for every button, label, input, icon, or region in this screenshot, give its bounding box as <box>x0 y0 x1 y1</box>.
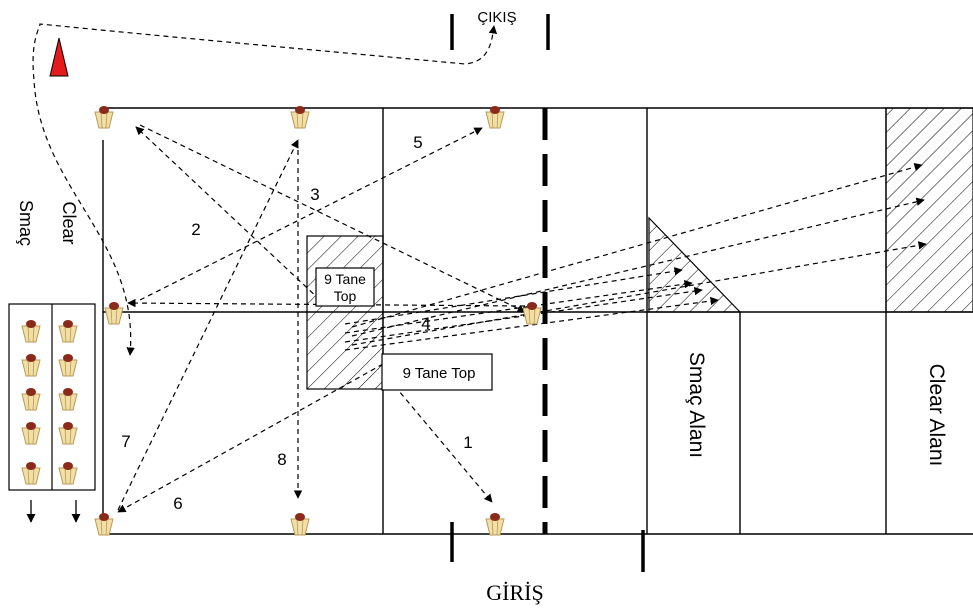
path-5 <box>139 127 483 301</box>
ball-box-hatched <box>306 235 384 390</box>
smash-shot <box>344 286 703 343</box>
ball-box-lower <box>381 353 493 391</box>
step-6: 6 <box>173 494 182 513</box>
step-1: 1 <box>463 433 472 452</box>
rack-arrows <box>26 500 81 523</box>
shuttlecock-icon <box>94 105 114 129</box>
step-2: 2 <box>191 220 200 239</box>
smash-shot <box>344 267 683 325</box>
clear-area-hatched <box>885 107 973 313</box>
movement-paths <box>32 23 927 513</box>
shuttlecock-icon <box>485 512 505 536</box>
shuttlecock-icon <box>290 512 310 536</box>
step-numbers: 1 2 3 4 5 6 7 8 <box>121 133 472 513</box>
clear-shot <box>351 163 923 328</box>
shuttlecock-icon <box>485 105 505 129</box>
triangle-cone-icon <box>49 37 69 77</box>
shuttlecock-icon <box>522 301 542 325</box>
clear-column-label: Clear <box>59 201 79 244</box>
clear-shot <box>351 197 925 337</box>
ball-box-upper-line2: Top <box>334 288 357 304</box>
path-7 <box>117 139 299 511</box>
entrance-label: GİRİŞ <box>486 580 543 605</box>
smash-area-label: Smaç Alanı <box>685 352 708 458</box>
clear-shot <box>351 241 927 346</box>
step-4: 4 <box>421 314 430 333</box>
ball-box-lower-label: 9 Tane Top <box>403 365 476 382</box>
path-2 <box>135 126 321 301</box>
ball-box-upper-line1: 9 Tane <box>324 271 366 287</box>
shuttlecock-icon <box>290 105 310 129</box>
smash-area-hatched <box>648 216 742 313</box>
step-3: 3 <box>310 185 319 204</box>
ball-box-upper <box>315 267 375 307</box>
exit-path <box>32 23 498 356</box>
path-6 <box>117 363 384 513</box>
step-7: 7 <box>121 432 130 451</box>
shuttlecock-icon <box>104 301 124 325</box>
smac-column-label: Smaç <box>16 200 36 246</box>
smash-shot <box>344 279 693 334</box>
step-5: 5 <box>413 133 422 152</box>
exit-label: ÇIKIŞ <box>477 9 516 26</box>
shuttlecock-icon <box>94 512 114 536</box>
clear-area-label: Clear Alanı <box>925 364 948 467</box>
shuttle-rack <box>8 303 96 491</box>
step-8: 8 <box>277 450 286 469</box>
entrance-posts <box>450 522 645 572</box>
path-1 <box>382 371 493 503</box>
